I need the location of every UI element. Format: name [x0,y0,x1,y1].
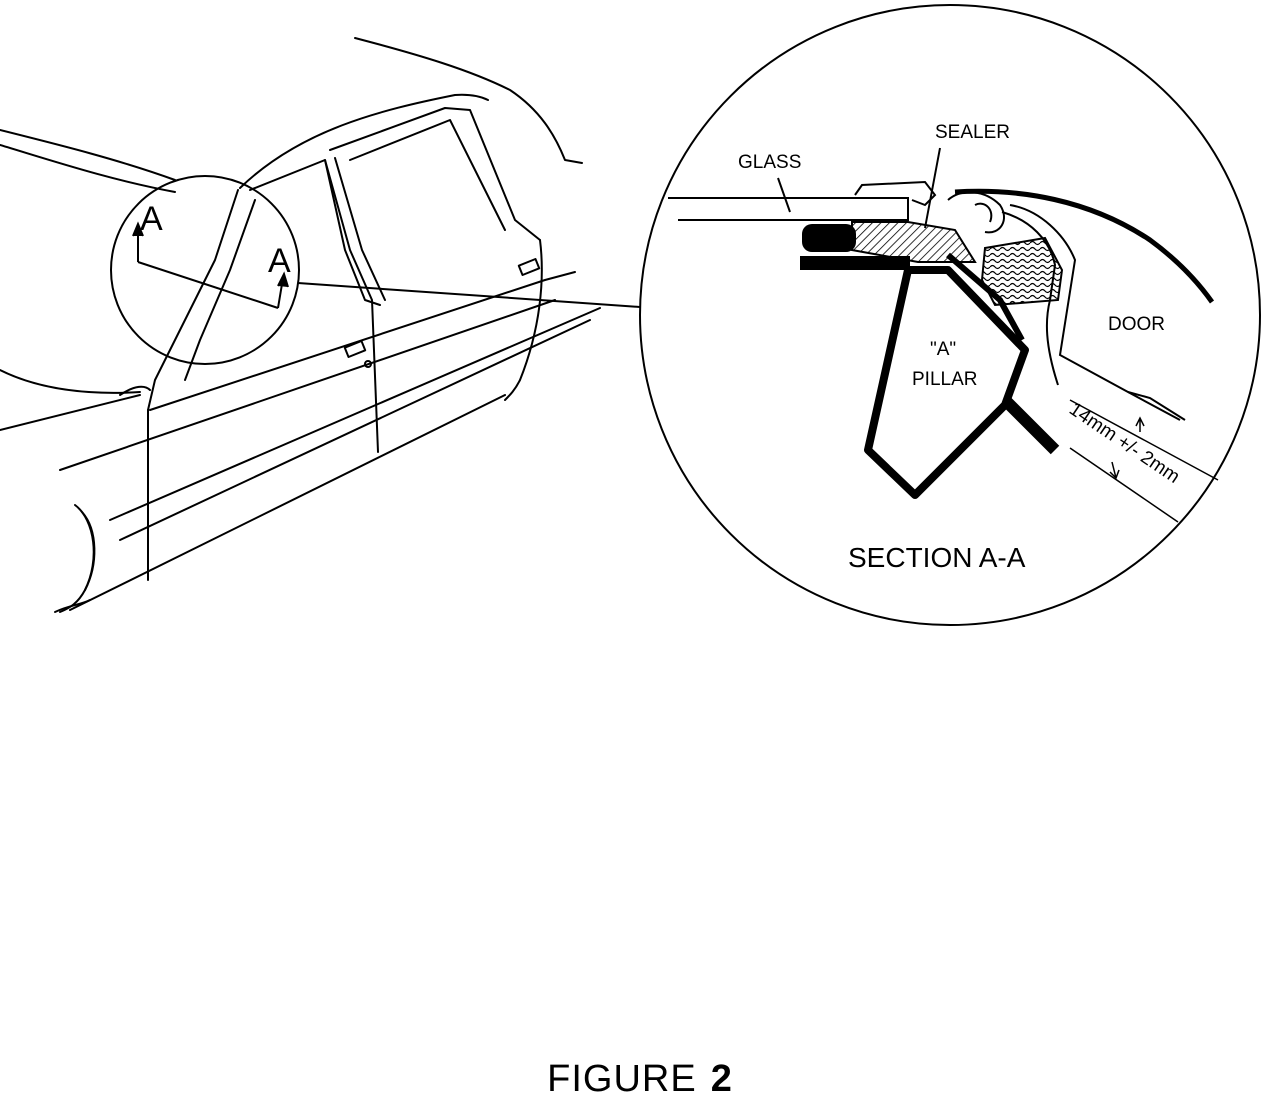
hood-line-top [0,129,176,181]
door-inner-frame [1009,204,1181,421]
dimension-arrow-top [1135,416,1145,432]
dimension-line-top [1069,399,1219,481]
section-title: SECTION A-A [848,542,1026,573]
cowl-line [119,385,151,396]
figure-caption: FIGURE 2 [0,1058,1280,1101]
glass-leader [777,177,791,213]
car-illustration [0,37,601,613]
belt-line-lower [59,299,556,471]
door-skin [954,188,1215,304]
a-pillar-inner [184,199,256,381]
a-pillar-outer [147,189,239,411]
belt-line-upper [0,394,141,431]
section-detail [639,4,1261,626]
section-circle [639,4,1261,626]
trim-moulding [854,180,937,207]
front-window-frame [249,159,381,306]
detail-callout [110,175,641,365]
door-label: DOOR [1108,314,1165,335]
door-inner-frame-2 [1001,211,1059,386]
glass-label: GLASS [738,152,801,173]
section-arrow-left-head [132,221,144,237]
pillar-label-line1: "A" [930,339,956,360]
body-crease-2 [119,319,591,541]
door-frame-return [1127,391,1186,421]
hood-line-lower [0,369,141,394]
spacer-block [802,224,856,252]
rear-window-frame [329,107,541,241]
b-pillar [324,159,379,453]
pillar-label-line2: PILLAR [912,369,977,390]
sealer-leader [924,147,941,229]
rocker-line [69,394,506,611]
rear-door-rear-edge [504,239,543,401]
glass-pane [668,197,909,221]
rocker-line-2 [54,599,91,613]
hood-line-upper [0,144,176,193]
rear-door-handle-icon [517,257,541,277]
rear-window-inner [349,119,506,231]
seal-insert [980,236,1064,307]
front-door-handle-icon [343,339,367,359]
body-crease [109,307,601,521]
sealer-bead [851,221,977,263]
wheel-arch-inner [81,511,96,591]
section-marker-right: A [268,242,291,280]
b-pillar-2 [334,157,386,301]
section-marker-left: A [140,200,163,238]
caption-word: FIGURE [547,1058,697,1100]
caption-number: 2 [710,1058,733,1100]
section-cut-line [137,261,279,309]
belt-line [149,271,576,411]
detail-circle [110,175,300,365]
sealer-label: SEALER [935,122,1010,143]
weatherstrip-bulb [947,191,1005,234]
dimension-line-bottom [1069,447,1179,523]
lock-icon [364,360,372,368]
pillar-stud [1000,395,1060,455]
leader-line [297,282,641,308]
spacer-strip [800,256,910,270]
car-roof-edge [239,93,489,189]
car-roof-line [354,37,583,164]
section-arrow-right-head [277,271,289,288]
dimension-arrow-bottom [1109,461,1120,480]
weatherstrip-lip [974,202,993,223]
